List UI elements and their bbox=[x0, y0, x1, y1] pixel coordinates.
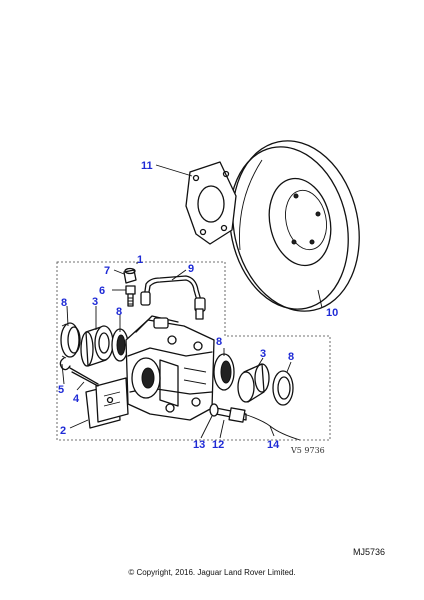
callout-label: 8 bbox=[288, 351, 294, 363]
seal-left bbox=[60, 322, 81, 359]
retaining-clip bbox=[59, 357, 71, 371]
callout-label: 6 bbox=[99, 285, 105, 297]
brake-caliper bbox=[125, 315, 215, 421]
retaining-pin bbox=[69, 367, 99, 387]
brake-disc bbox=[229, 140, 360, 312]
callout-label: 1 bbox=[137, 254, 143, 266]
washer bbox=[209, 403, 219, 417]
callout-label: 8 bbox=[61, 297, 67, 309]
callout-label: 5 bbox=[58, 384, 64, 396]
callout-label: 8 bbox=[116, 306, 122, 318]
callout-label: 2 bbox=[60, 425, 66, 437]
callout-label: 10 bbox=[326, 307, 338, 319]
piston-right bbox=[237, 363, 270, 403]
copyright-notice: © Copyright, 2016. Jaguar Land Rover Lim… bbox=[128, 568, 296, 577]
callout-label: 13 bbox=[193, 439, 205, 451]
mounting-plate bbox=[185, 161, 237, 245]
leader-lines bbox=[61, 164, 323, 439]
callout-label: 12 bbox=[212, 439, 224, 451]
piston-left bbox=[80, 325, 114, 367]
brake-pads bbox=[85, 377, 129, 429]
callout-label: 9 bbox=[188, 263, 194, 275]
callout-label: 4 bbox=[73, 393, 80, 405]
callout-labels: 1 2 3 3 4 5 6 7 8 8 8 8 9 10 11 12 13 14 bbox=[58, 160, 338, 451]
seal-right-inner bbox=[213, 353, 235, 391]
bleed-cap bbox=[123, 267, 137, 284]
callout-label: 8 bbox=[216, 336, 222, 348]
caliper-group-outline bbox=[56, 261, 331, 441]
drawing-code: V5 9736 bbox=[291, 446, 325, 455]
callout-label: 14 bbox=[267, 439, 280, 451]
bolt bbox=[215, 407, 247, 423]
brake-pipe bbox=[140, 275, 206, 320]
lock-wire bbox=[243, 413, 301, 441]
callout-label: 7 bbox=[104, 265, 110, 277]
seal-right-outer bbox=[272, 370, 294, 406]
callout-label: 3 bbox=[260, 348, 266, 360]
reference-code: MJ5736 bbox=[353, 547, 386, 557]
callout-label: 11 bbox=[141, 160, 153, 172]
bleed-screw bbox=[125, 285, 136, 307]
callout-label: 3 bbox=[92, 296, 98, 308]
